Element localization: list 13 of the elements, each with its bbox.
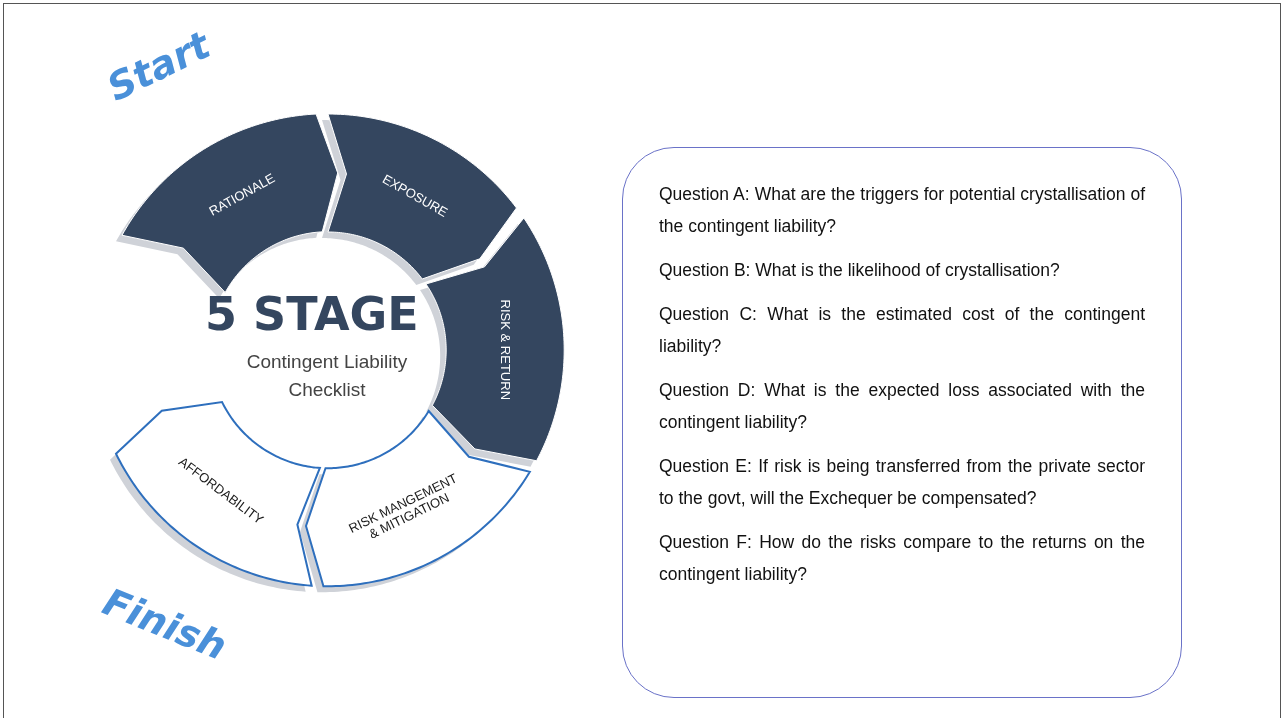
ring-segment <box>299 410 531 593</box>
question-text: Question A: What are the triggers for potential crystallisation of the contingent liability? <box>659 183 1145 238</box>
question-text: Question D: What is the expected loss associated with the contingent liability? <box>659 379 1145 434</box>
question-panel <box>622 147 1182 698</box>
question-text: Question C: What is the estimated cost of the contingent liability? <box>659 303 1145 358</box>
question-text: Question B: What is the likelihood of crystallisation? <box>659 259 1061 282</box>
diagram-title: 5 STAGE <box>205 287 419 341</box>
diagram-subtitle: Contingent Liability Checklist <box>245 350 409 402</box>
stage-label: RISK & RETURN <box>498 298 512 402</box>
ring-segment <box>321 114 517 286</box>
question-text: Question E: If risk is being transferred from the private sector to the govt, will the Exchequer be compensated? <box>659 455 1145 510</box>
ring-segment <box>418 218 564 468</box>
question-text: Question F: How do the risks compare to the returns on the contingent liability? <box>659 531 1145 586</box>
